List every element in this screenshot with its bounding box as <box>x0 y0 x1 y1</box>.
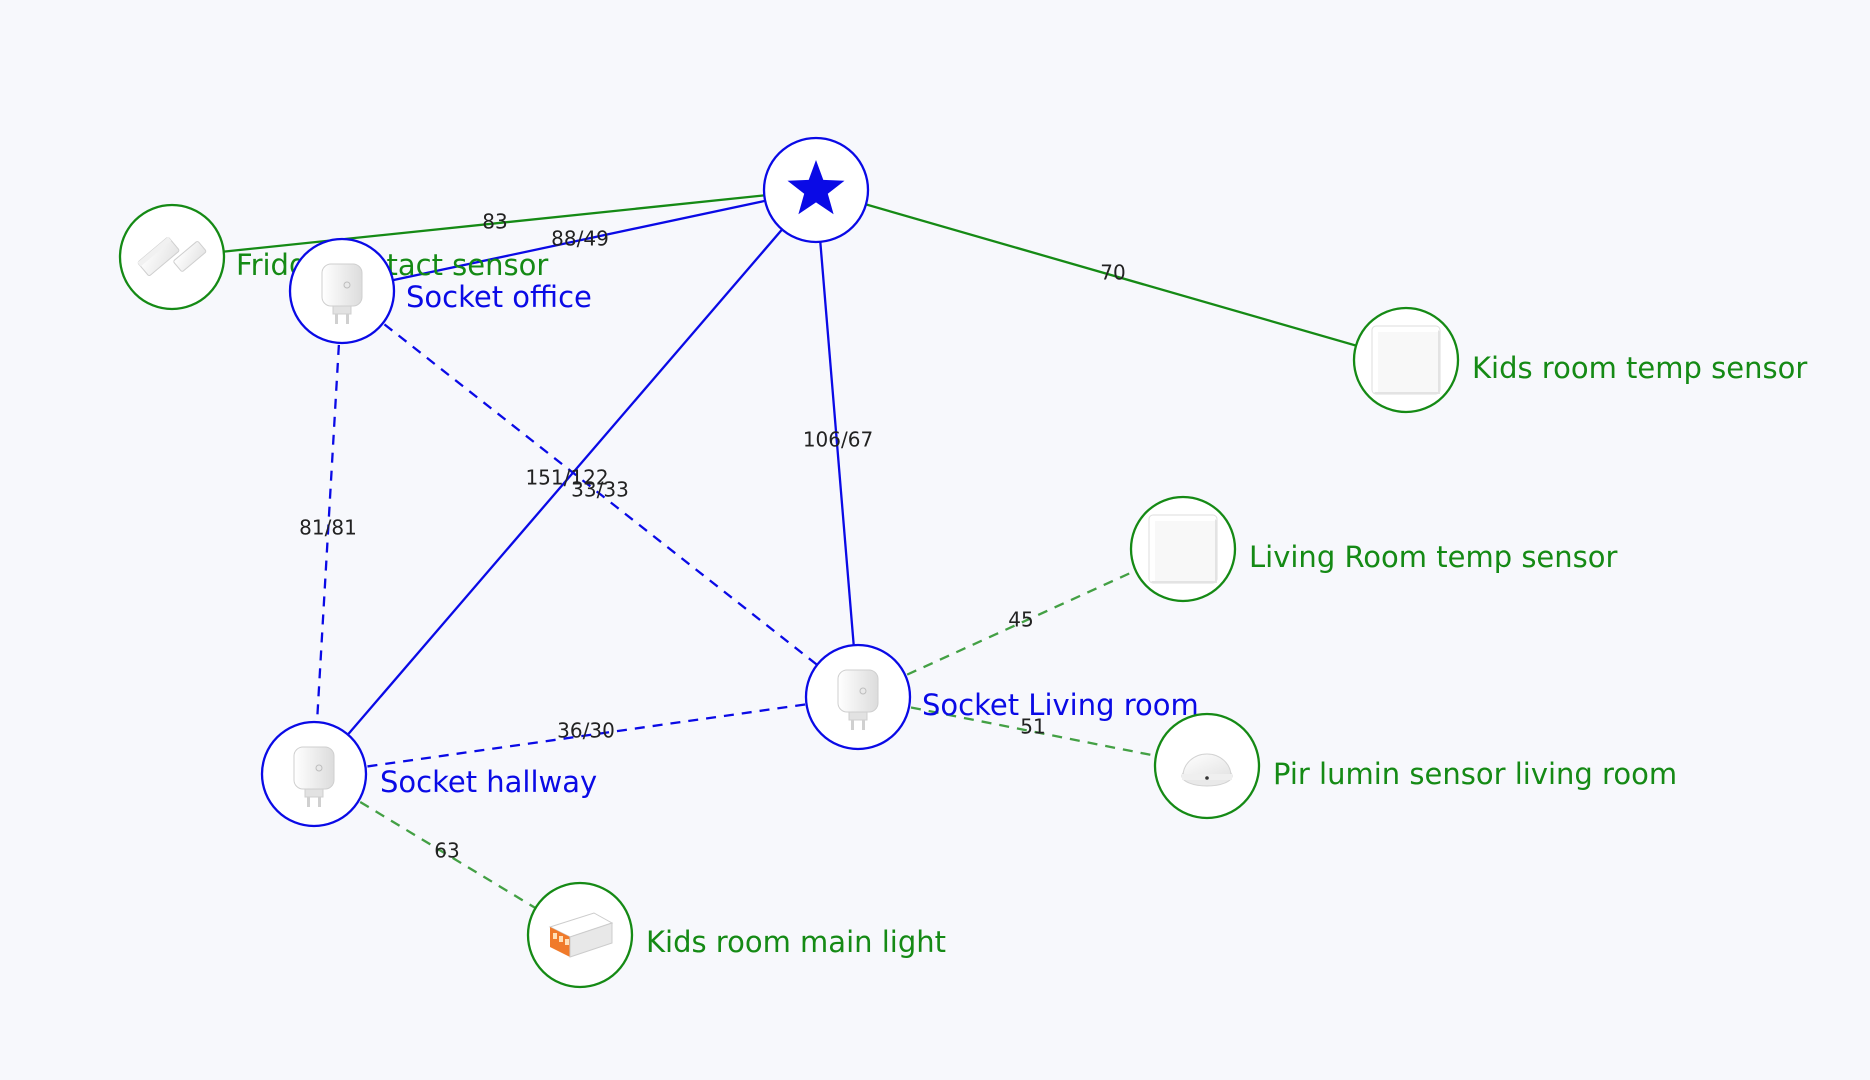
links-layer <box>171 188 1407 936</box>
temp-sensor-icon <box>1148 514 1218 584</box>
link-quality-label: 83 <box>482 210 507 234</box>
node-label: Kids room main light <box>646 925 946 959</box>
node-socket-living[interactable]: Socket Living room <box>804 643 1199 751</box>
link-quality-label: 151/122 <box>525 466 608 490</box>
link-quality-label: 36/30 <box>557 719 615 743</box>
link-coordinator-socket_office <box>341 188 817 293</box>
node-label: Socket office <box>406 280 592 314</box>
node-kids-light[interactable]: Kids room main light <box>526 881 946 989</box>
link-socket_hallway-socket_living <box>313 695 859 776</box>
node-pir[interactable]: Pir lumin sensor living room <box>1153 712 1677 820</box>
link-quality-label: 51 <box>1020 715 1045 739</box>
node-label: Kids room temp sensor <box>1472 351 1807 385</box>
node-socket-hallway[interactable]: Socket hallway <box>260 720 597 828</box>
node-label: Pir lumin sensor living room <box>1273 757 1677 791</box>
node-socket-office[interactable]: Socket office <box>288 237 592 345</box>
link-quality-label: 70 <box>1100 261 1125 285</box>
link-quality-label: 88/49 <box>551 227 609 251</box>
link-quality-label: 106/67 <box>803 428 873 452</box>
node-living-temp[interactable]: Living Room temp sensor <box>1129 495 1618 603</box>
temp-sensor-icon <box>1371 325 1441 395</box>
node-label: Socket Living room <box>922 688 1199 722</box>
link-quality-label: 45 <box>1008 608 1033 632</box>
node-label: Socket hallway <box>380 765 597 799</box>
link-socket_living-pir <box>857 695 1208 768</box>
link-socket_office-socket_hallway <box>312 290 344 775</box>
link-quality-label: 63 <box>434 839 459 863</box>
node-label: Living Room temp sensor <box>1249 540 1618 574</box>
link-coordinator-socket_hallway <box>313 189 817 775</box>
link-coordinator-kids_temp <box>815 188 1407 362</box>
node-coordinator[interactable] <box>762 136 870 244</box>
node-kids-temp[interactable]: Kids room temp sensor <box>1352 306 1807 414</box>
link-socket_living-living_temp <box>857 547 1184 699</box>
link-socket_office-socket_living <box>341 290 859 698</box>
link-coordinator-fridge <box>171 188 817 259</box>
link-quality-label: 81/81 <box>299 516 357 540</box>
link-coordinator-socket_living <box>814 189 860 698</box>
link-quality-label: 33/33 <box>571 478 629 502</box>
